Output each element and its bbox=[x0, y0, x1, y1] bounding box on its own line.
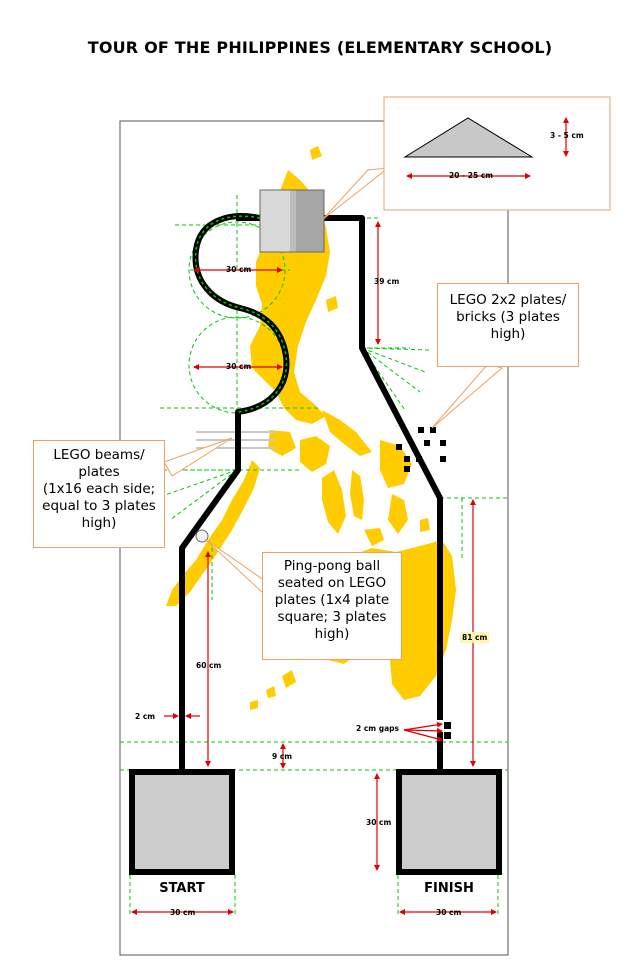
map-island-c bbox=[420, 518, 430, 532]
gap-block bbox=[444, 722, 451, 729]
gap-to-zone-measure: 9 cm bbox=[272, 752, 293, 761]
dim-gap-arrow-3 bbox=[403, 729, 443, 742]
ramp-width-measure: 20 - 25 cm bbox=[449, 171, 494, 180]
map-sulu-3 bbox=[250, 700, 258, 710]
plate-square bbox=[424, 440, 430, 446]
ramp-box-shade bbox=[260, 190, 290, 252]
left-vertical-measure: 60 cm bbox=[196, 661, 222, 670]
loop-bottom-measure: 30 cm bbox=[226, 362, 252, 371]
ramp-triangle bbox=[403, 117, 534, 158]
finish-zone bbox=[396, 769, 502, 875]
plates-callout-pointer bbox=[431, 363, 504, 429]
guide-line bbox=[361, 347, 426, 373]
plate-square bbox=[418, 427, 424, 433]
map-island-b bbox=[310, 146, 322, 160]
start-width-measure: 30 cm bbox=[170, 908, 196, 917]
line-width-measure: 2 cm bbox=[135, 712, 156, 721]
ball-callout-pointer bbox=[205, 539, 265, 596]
loop-top-measure: 30 cm bbox=[226, 265, 252, 274]
page-title: TOUR OF THE PHILIPPINES (ELEMENTARY SCHO… bbox=[87, 38, 553, 57]
plate-square bbox=[440, 456, 446, 462]
loop-centerline bbox=[194, 215, 288, 413]
ramp-height-measure: 3 - 5 cm bbox=[550, 131, 584, 140]
guide-line bbox=[164, 469, 238, 496]
dim-gap-arrow-2 bbox=[403, 727, 443, 734]
ping-pong-ball bbox=[195, 529, 209, 543]
ramp-box-shade bbox=[296, 190, 324, 252]
right-long-measure: 81 cm bbox=[460, 632, 490, 643]
guide-line bbox=[361, 347, 421, 393]
map-palawan bbox=[166, 460, 260, 606]
map-samar bbox=[380, 440, 412, 488]
map-sulu-2 bbox=[266, 686, 276, 698]
ramp-box-outline bbox=[259, 189, 325, 253]
right-vertical-measure: 39 cm bbox=[374, 277, 400, 286]
plates-callout: LEGO 2x2 plates/ bricks (3 plates high) bbox=[437, 283, 579, 367]
plate-square bbox=[404, 466, 410, 472]
map-bicol bbox=[322, 410, 372, 456]
map-cebu bbox=[350, 470, 364, 520]
finish-label: FINISH bbox=[424, 881, 474, 896]
map-island-a bbox=[326, 296, 338, 312]
gap-block bbox=[444, 732, 451, 739]
track-line bbox=[179, 213, 290, 770]
map-negros bbox=[322, 470, 346, 534]
lego-plates bbox=[396, 427, 446, 472]
guide-line bbox=[361, 347, 431, 351]
beams-callout: LEGO beams/ plates (1x16 each side; equa… bbox=[33, 440, 165, 548]
map-sulu-1 bbox=[282, 670, 296, 688]
plate-square bbox=[440, 440, 446, 446]
loop-guide-circle-top bbox=[188, 221, 286, 319]
plate-square bbox=[404, 456, 410, 462]
start-zone bbox=[129, 769, 235, 875]
gaps-measure: 2 cm gaps bbox=[356, 724, 399, 733]
plate-square bbox=[430, 427, 436, 433]
map-mindoro bbox=[268, 430, 296, 456]
zone-height-measure: 30 cm bbox=[366, 818, 392, 827]
dim-gap-arrow-1 bbox=[403, 721, 443, 731]
map-panay bbox=[300, 436, 330, 472]
map-bohol bbox=[364, 528, 384, 546]
start-label: START bbox=[159, 881, 205, 896]
plate-square bbox=[396, 444, 402, 450]
map-leyte bbox=[388, 494, 408, 534]
finish-width-measure: 30 cm bbox=[436, 908, 462, 917]
beams-callout-pointer bbox=[163, 437, 233, 477]
ramp-callout-pointer bbox=[321, 167, 390, 221]
ball-callout: Ping-pong ball seated on LEGO plates (1x… bbox=[262, 552, 402, 660]
plate-square bbox=[416, 456, 422, 462]
guide-line bbox=[361, 347, 406, 411]
